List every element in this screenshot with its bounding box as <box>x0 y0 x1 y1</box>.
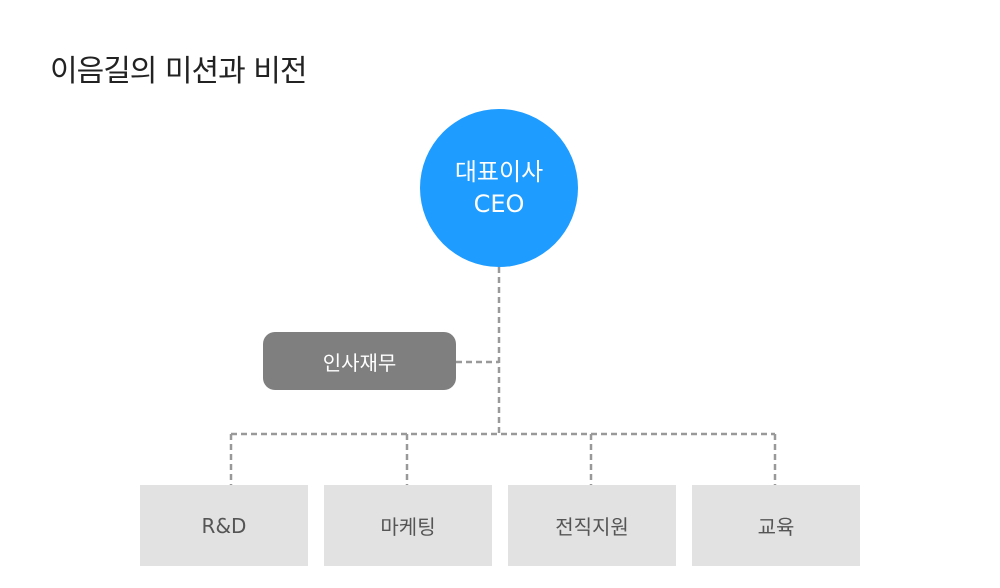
department-label: 전직지원 <box>555 515 629 539</box>
department-label: R&D <box>201 513 247 538</box>
ceo-title-english: CEO <box>473 190 525 218</box>
department-node-rnd: R&D <box>140 485 308 566</box>
ceo-node: 대표이사 CEO <box>420 109 578 267</box>
page-title: 이음길의 미션과 비전 <box>50 54 307 89</box>
department-node-career-support: 전직지원 <box>508 485 676 566</box>
ceo-title-korean: 대표이사 <box>454 158 544 186</box>
hr-finance-node: 인사재무 <box>263 332 456 390</box>
department-label: 마케팅 <box>380 515 436 539</box>
department-node-marketing: 마케팅 <box>324 485 492 566</box>
hr-finance-label: 인사재무 <box>322 350 397 375</box>
department-node-education: 교육 <box>692 485 860 566</box>
department-label: 교육 <box>757 515 795 539</box>
